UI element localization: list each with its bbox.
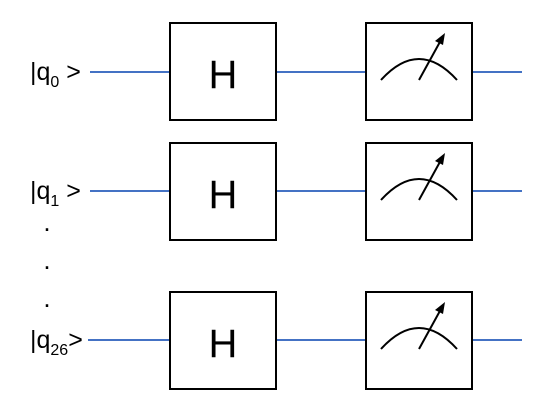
- qubit-label-0: |q0 >: [30, 58, 81, 91]
- qubit-row-26: H |q26>: [30, 291, 522, 390]
- qubit-label-26: |q26>: [30, 326, 83, 359]
- meter-icon: [380, 33, 458, 81]
- hadamard-gate-26: [169, 291, 277, 390]
- ellipsis-dot-1: .: [43, 245, 50, 275]
- measurement-gate-0: [365, 22, 473, 121]
- hadamard-gate-1-label: H: [209, 173, 238, 217]
- vertical-ellipsis: . . .: [43, 207, 50, 313]
- ellipsis-dot-0: .: [43, 207, 50, 237]
- qubit-row-1: H |q1 >: [30, 142, 522, 241]
- hadamard-gate-1: [169, 142, 277, 241]
- ellipsis-dot-2: .: [43, 283, 50, 313]
- hadamard-gate-0: [169, 22, 277, 121]
- measurement-gate-26: [365, 291, 473, 390]
- measurement-gate-1: [365, 142, 473, 241]
- hadamard-gate-26-label: H: [209, 322, 238, 366]
- qubit-label-1: |q1 >: [30, 177, 81, 210]
- meter-icon: [380, 302, 458, 350]
- qubit-row-0: H |q0 >: [30, 22, 522, 121]
- hadamard-gate-0-label: H: [209, 53, 238, 97]
- meter-icon: [380, 153, 458, 201]
